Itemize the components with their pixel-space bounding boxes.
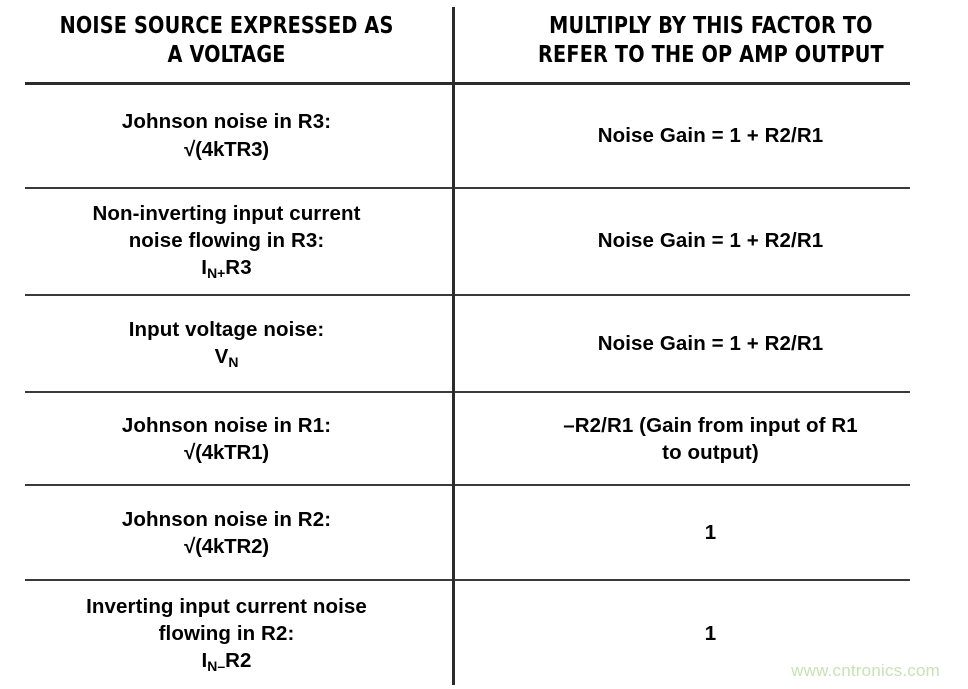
row-1-source-text: Johnson noise in R3: √(4kTR3) — [122, 108, 331, 162]
row-6-source-line2: flowing in R2: — [158, 621, 295, 645]
row-5-factor-text: 1 — [705, 519, 717, 546]
table-header-row: NOISE SOURCE EXPRESSED AS A VOLTAGE MULT… — [0, 4, 968, 78]
row-5-source-line2: √(4kTR2) — [184, 535, 269, 558]
row-3-symbol-base: V — [214, 344, 229, 368]
row-divider-rule — [25, 579, 910, 581]
row-4-factor-text: –R2/R1 (Gain from input of R1 to output) — [563, 412, 857, 466]
row-6-factor-cell: 1 — [453, 620, 968, 647]
row-divider-rule — [25, 187, 910, 189]
row-5-factor-line1: 1 — [704, 521, 717, 545]
watermark-text: www.cntronics.com — [791, 661, 940, 680]
row-1-factor-line1: Noise Gain = 1 + R2/R1 — [597, 123, 824, 147]
row-5-source-line1: Johnson noise in R2: — [121, 507, 332, 531]
header-multiply-factor-line1: MULTIPLY BY THIS FACTOR TO — [548, 12, 873, 39]
row-4-factor-cell: –R2/R1 (Gain from input of R1 to output) — [453, 412, 968, 466]
row-3-factor-cell: Noise Gain = 1 + R2/R1 — [453, 330, 968, 357]
row-2-factor-cell: Noise Gain = 1 + R2/R1 — [453, 227, 968, 254]
table-row: Johnson noise in R3: √(4kTR3) Noise Gain… — [0, 86, 968, 185]
row-6-source-text: Inverting input current noise flowing in… — [86, 593, 367, 675]
row-3-source-line1: Input voltage noise: — [128, 317, 325, 341]
header-multiply-factor-line2: REFER TO THE OP AMP OUTPUT — [537, 42, 884, 68]
row-3-source-text: Input voltage noise: VN — [129, 316, 325, 371]
row-3-source-line2: VN — [129, 343, 325, 371]
row-divider-rule — [25, 391, 910, 393]
row-1-factor-text: Noise Gain = 1 + R2/R1 — [598, 122, 824, 149]
row-2-source-line2: noise flowing in R3: — [128, 228, 325, 252]
row-4-factor-line1: –R2/R1 (Gain from input of R1 — [563, 413, 858, 437]
row-3-symbol-subscript: N — [228, 353, 239, 370]
row-4-source-text: Johnson noise in R1: √(4kTR1) — [122, 412, 331, 466]
header-noise-source-text: NOISE SOURCE EXPRESSED AS A VOLTAGE — [59, 12, 393, 71]
row-2-factor-text: Noise Gain = 1 + R2/R1 — [598, 227, 824, 254]
row-5-factor-cell: 1 — [453, 519, 968, 546]
row-3-factor-text: Noise Gain = 1 + R2/R1 — [598, 330, 824, 357]
row-1-source-line1: Johnson noise in R3: — [121, 110, 332, 134]
row-3-factor-line1: Noise Gain = 1 + R2/R1 — [597, 331, 824, 355]
row-2-symbol-tail: R3 — [225, 255, 252, 279]
header-noise-source-line1: NOISE SOURCE EXPRESSED AS — [59, 12, 394, 39]
row-2-symbol-base: I — [201, 255, 208, 279]
row-2-factor-line1: Noise Gain = 1 + R2/R1 — [597, 229, 824, 253]
row-1-source-line2: √(4kTR3) — [184, 137, 269, 161]
row-6-source-cell: Inverting input current noise flowing in… — [0, 593, 453, 675]
row-2-source-line3: IN+R3 — [92, 254, 360, 282]
row-4-source-line2: √(4kTR1) — [184, 441, 269, 464]
header-noise-source-line2: A VOLTAGE — [167, 42, 286, 68]
table-row: Input voltage noise: VN Noise Gain = 1 +… — [0, 297, 968, 390]
column-divider-rule — [452, 7, 455, 685]
row-6-symbol-subscript: N– — [207, 657, 226, 674]
row-6-factor-text: 1 — [705, 620, 717, 647]
table-row: Non-inverting input current noise flowin… — [0, 190, 968, 292]
table-row: Johnson noise in R2: √(4kTR2) 1 — [0, 487, 968, 579]
row-1-source-cell: Johnson noise in R3: √(4kTR3) — [0, 108, 453, 162]
table-row: Johnson noise in R1: √(4kTR1) –R2/R1 (Ga… — [0, 394, 968, 484]
row-4-source-line1: Johnson noise in R1: — [121, 413, 332, 437]
row-3-source-cell: Input voltage noise: VN — [0, 316, 453, 371]
header-multiply-factor-text: MULTIPLY BY THIS FACTOR TO REFER TO THE … — [538, 12, 884, 71]
row-4-factor-line2: to output) — [662, 441, 759, 464]
header-cell-multiply-factor: MULTIPLY BY THIS FACTOR TO REFER TO THE … — [453, 12, 968, 71]
row-6-source-line3: IN–R2 — [86, 647, 367, 675]
row-6-source-line1: Inverting input current noise — [86, 594, 367, 618]
row-2-source-cell: Non-inverting input current noise flowin… — [0, 200, 453, 282]
row-2-symbol-subscript: N+ — [207, 264, 226, 281]
row-divider-rule — [25, 294, 910, 296]
table-row: Inverting input current noise flowing in… — [0, 582, 968, 686]
row-1-factor-cell: Noise Gain = 1 + R2/R1 — [453, 122, 968, 149]
row-2-source-text: Non-inverting input current noise flowin… — [92, 200, 360, 282]
row-6-symbol-tail: R2 — [225, 648, 252, 672]
header-cell-noise-source: NOISE SOURCE EXPRESSED AS A VOLTAGE — [0, 12, 453, 71]
row-6-symbol-base: I — [201, 648, 208, 672]
row-2-source-line1: Non-inverting input current — [92, 201, 361, 225]
row-6-factor-line1: 1 — [704, 622, 717, 646]
row-divider-rule — [25, 484, 910, 486]
row-5-source-cell: Johnson noise in R2: √(4kTR2) — [0, 506, 453, 560]
row-5-source-text: Johnson noise in R2: √(4kTR2) — [122, 506, 331, 560]
row-4-source-cell: Johnson noise in R1: √(4kTR1) — [0, 412, 453, 466]
header-divider-rule — [25, 82, 910, 85]
